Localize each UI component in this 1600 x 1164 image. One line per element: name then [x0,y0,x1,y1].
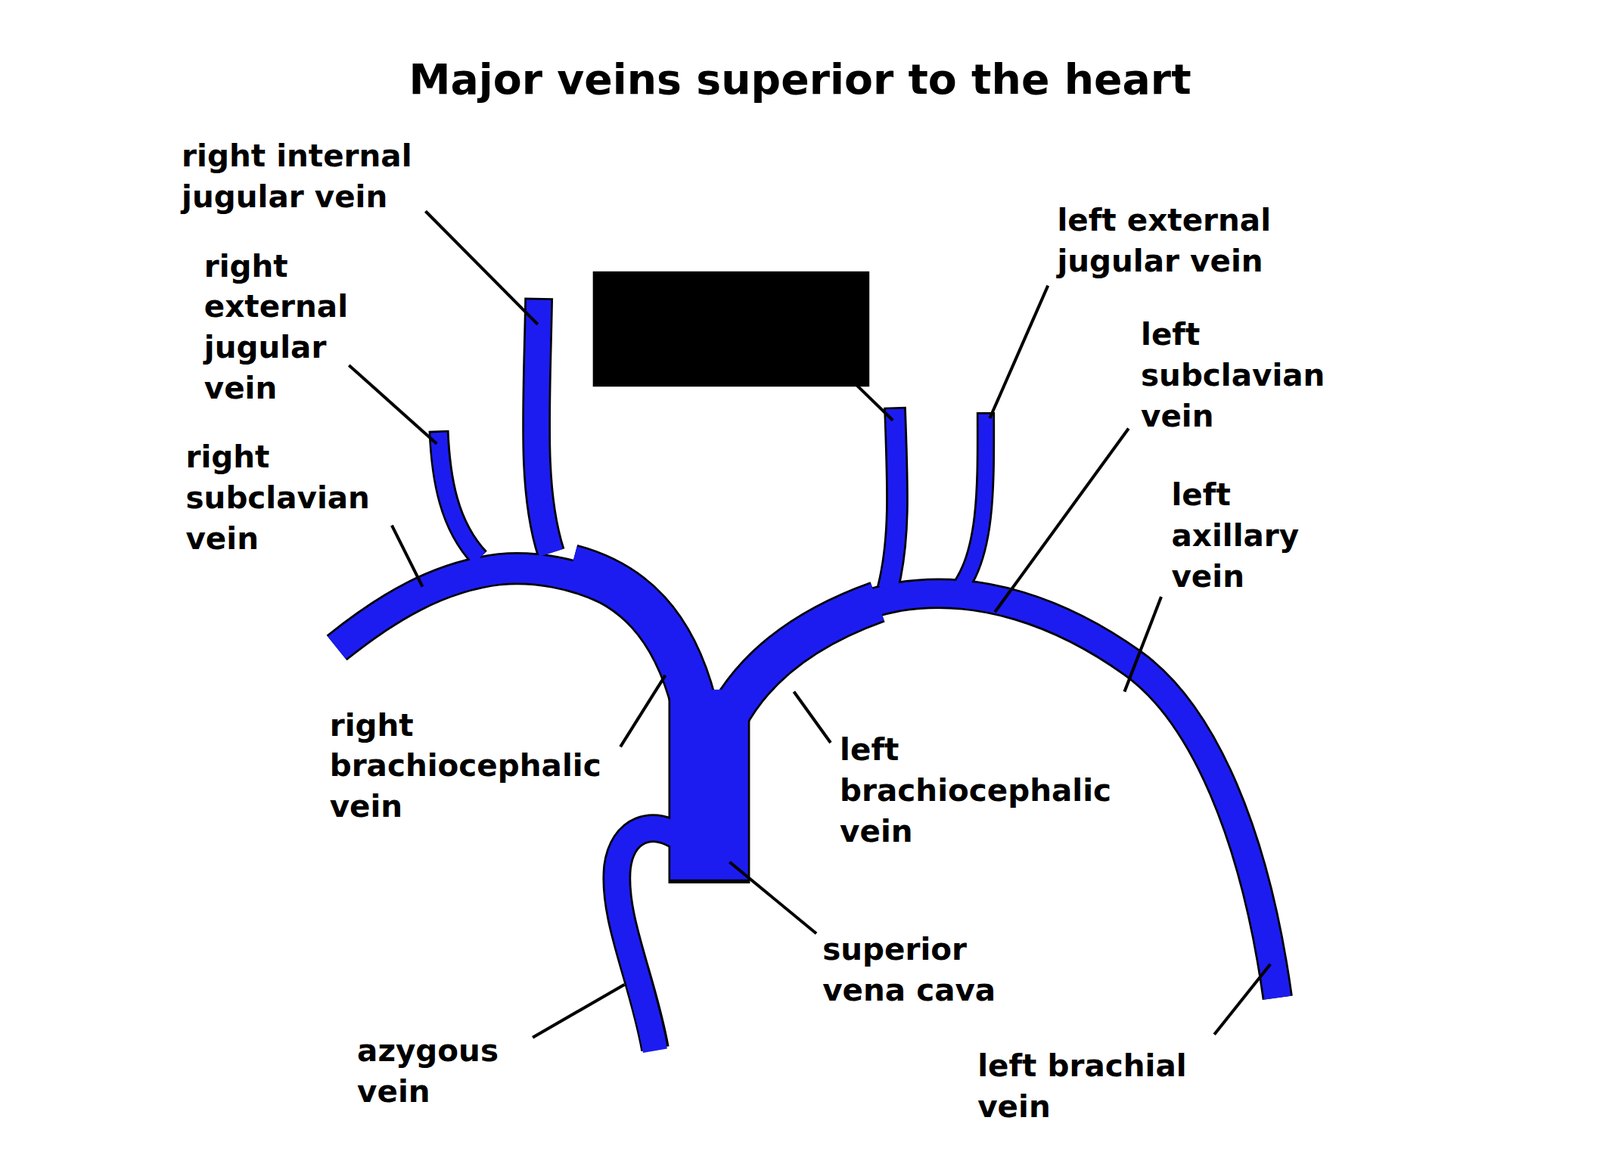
right-ij-outline [536,298,551,554]
right-ij [536,300,551,554]
vein-label: left axillary vein [1171,474,1335,597]
left-ej-outline [959,412,986,589]
leader-line [1124,596,1162,692]
vein-label: right external jugular vein [204,245,378,410]
right-ej [438,432,480,559]
left-ij-outline [887,406,898,589]
leader-line [1214,964,1271,1035]
leader-line [532,984,625,1038]
vein-label: right subclavian vein [185,436,405,560]
azygous [616,828,682,1051]
leader-line [425,211,538,325]
vein-label: left external jugular vein [1056,199,1321,282]
leader-line [391,525,423,588]
leader-line [729,862,817,934]
vein-label: left subclavian vein [1140,313,1361,437]
vein-label: left brachial vein [977,1046,1233,1128]
leader-line [994,428,1129,613]
vein-label: left brachiocephalic vein [839,729,1165,852]
right-brachiocephalic [571,567,694,705]
left-arch-outline [726,593,1277,998]
right-brachiocephalic-outline [571,567,694,705]
leader-line [989,285,1048,419]
leader-line [620,675,665,747]
vein-label: superior vena cava [822,929,1037,1012]
redaction-box [593,271,870,387]
right-ej-outline [438,430,480,559]
vein-label: azygous vein [357,1030,531,1113]
vein-outlines [336,298,1278,1050]
leader-line [793,692,831,743]
left-ij [887,409,898,589]
left-arch [726,593,1277,998]
vein-fills [336,300,1278,1052]
vein-label: right brachiocephalic vein [329,705,655,828]
leader-line [348,365,437,445]
vein-label: right internal jugular vein [181,135,463,218]
leader-line [857,385,893,421]
left-ej [959,414,986,590]
diagram-title: Major veins superior to the heart [0,52,1600,106]
leader-lines [348,211,1271,1038]
superior-vena-cava [670,689,749,880]
